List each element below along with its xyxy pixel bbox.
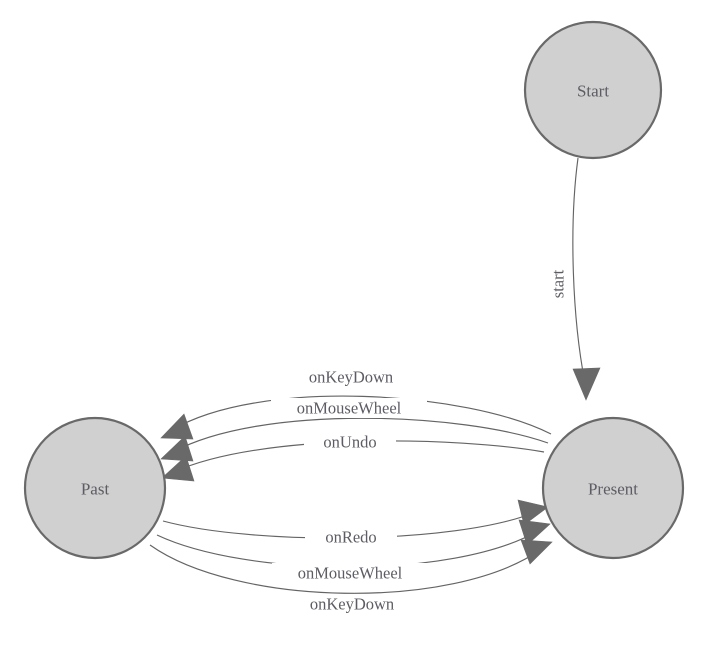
edge-past-present-onkeydown[interactable]: [149, 539, 553, 594]
edge-label-present-past-onundo: onUndo: [304, 432, 396, 452]
label-backdrop: [286, 594, 418, 614]
edge-path: [149, 544, 541, 594]
node-start-label: Start: [577, 82, 609, 101]
edge-label-past-present-onmousewheel: onMouseWheel: [272, 563, 428, 583]
arrow-head-icon: [518, 519, 551, 546]
edge-path: [572, 157, 587, 389]
label-backdrop: [304, 432, 396, 452]
edge-label-text: onMouseWheel: [298, 564, 403, 583]
edge-start-present[interactable]: [572, 157, 601, 401]
edge-label-start: start: [549, 262, 568, 306]
edge-label-text: onMouseWheel: [297, 399, 402, 418]
node-past-label: Past: [81, 480, 110, 499]
arrow-head-icon: [517, 499, 549, 526]
edge-label-text: onKeyDown: [309, 368, 393, 387]
edge-label-text: start: [549, 269, 568, 298]
label-backdrop: [271, 398, 427, 418]
edge-label-layer: start onKeyDown onMouseWheel onUndo onRe…: [271, 262, 568, 614]
edge-label-past-present-onkeydown: onKeyDown: [286, 594, 418, 614]
edge-label-text: onRedo: [325, 528, 376, 547]
label-backdrop: [285, 367, 417, 387]
node-present-label: Present: [588, 480, 638, 499]
node-present-circle: [541, 416, 685, 560]
node-present[interactable]: Present: [541, 416, 685, 560]
arrow-head-icon: [160, 413, 194, 440]
node-past-circle: [23, 416, 167, 560]
edge-path: [171, 395, 552, 435]
node-start-circle: [523, 20, 663, 160]
edge-label-present-past-onmousewheel: onMouseWheel: [271, 398, 427, 418]
edge-present-past-onkeydown[interactable]: [160, 395, 552, 440]
node-start[interactable]: Start: [523, 20, 663, 160]
label-backdrop: [272, 563, 428, 583]
edge-label-present-past-onkeydown: onKeyDown: [285, 367, 417, 387]
arrow-head-icon: [572, 367, 601, 401]
node-past[interactable]: Past: [23, 416, 167, 560]
label-backdrop: [305, 527, 397, 547]
edge-label-text: onKeyDown: [310, 595, 394, 614]
edge-label-text: onUndo: [323, 433, 376, 452]
arrow-head-icon: [160, 435, 194, 462]
node-layer: Start Past Present: [23, 20, 685, 560]
arrow-head-icon: [520, 539, 553, 565]
arrow-head-icon: [161, 455, 195, 482]
edge-path: [172, 417, 549, 453]
edge-label-past-present-onredo: onRedo: [305, 527, 397, 547]
edge-present-past-onmousewheel[interactable]: [160, 417, 549, 462]
label-backdrop: [549, 262, 567, 306]
